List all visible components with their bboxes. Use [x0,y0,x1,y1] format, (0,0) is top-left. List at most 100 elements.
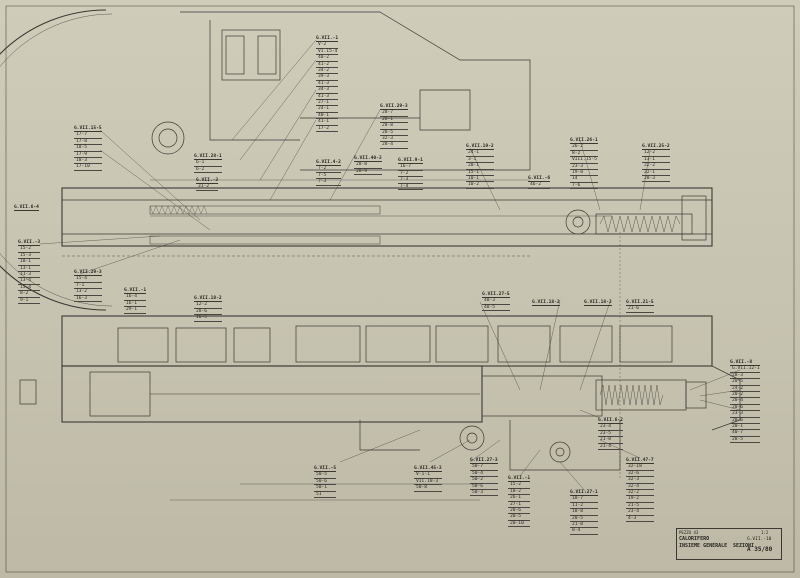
callout-row: 18-7 [570,496,598,503]
piston-block [89,371,151,417]
callout-row: 11-2 [570,503,598,510]
callout-header: G.VII.-5 [314,466,337,473]
callout-row: 15-2 [508,482,531,489]
upper-gear [565,209,591,235]
callout-row: 21-6 [626,306,654,313]
callout-row: 28-4 [380,142,408,149]
callout-row: 17-2 [316,126,339,133]
callout-header: G.VII.26-1 [570,138,598,145]
callout-row: 32-2 [626,490,654,497]
callout-header: G.VII.18-3 [584,300,612,307]
callout-row: 32-3 [626,477,654,484]
callout-row: 32-18 [626,464,654,471]
callout-row: 16-3 [74,296,102,303]
callout-table: G.VII.18-2 [532,300,560,307]
callout-row: 8-2 [570,151,598,158]
callout-row: 22-2 [642,163,670,170]
callout-row: VIII.15-5 [570,157,598,164]
callout-header: G.VII.-6 [528,176,551,183]
callout-row: 13-2 [74,289,102,296]
callout-header: G.VII.-3 [196,178,219,185]
motor-block [221,29,281,81]
title-line4: SEZIONI [733,543,755,549]
callout-row: 50-6 [314,479,337,486]
rack-lower [149,235,381,245]
scale-label: 1:2 [761,530,769,535]
side-label-text: G.VII.6-4 [14,205,39,212]
callout-row: 7-2 [316,166,341,173]
callout-row: 28-7 [380,110,408,117]
callout-header: G.VII.40-3 [354,156,382,163]
callout-row: 50-8 [414,485,442,492]
callout-row: 6-2 [194,167,222,174]
callout-row: 11-3 [18,272,41,279]
callout-row: 23-5 [598,431,623,438]
callout-row: 24-2 [730,386,760,393]
gearbox [481,375,603,417]
callout-row: VI.15-4 [316,48,339,56]
callout-row: 50-7 [470,464,498,471]
callout-row: 20-1 [730,424,760,431]
side-label: G.VII.6-4 [14,205,39,212]
callout-header: G.VII.27-5 [482,292,510,299]
spring-housing [595,213,693,235]
callout-row: 15-4 [18,285,41,292]
callout-row: 23-4 [598,424,623,431]
callout-row: 9-1 [18,298,41,305]
callout-row: 28-8 [354,162,382,169]
callout-row: 18-1 [18,259,41,266]
gear-circle-outer [151,121,185,155]
title-line2: CALORIFERO [679,536,710,542]
callout-row: 32-4 [626,484,654,491]
callout-row: 50-2 [470,477,498,484]
callout-header: G.VII.9-1 [398,158,423,165]
callout-row: 39-3 [316,74,339,81]
callout-row: 20-4 [730,398,760,405]
callout-row: 19-2 [626,496,654,503]
callout-row: 17-10 [74,164,102,171]
callout-row: 17-7 [74,132,102,139]
callout-row: 21-5 [626,503,654,510]
lower-gear-right [549,441,571,463]
callout-row: 48-3 [482,298,510,305]
callout-row: 24-1 [316,106,339,113]
callout-header: G.VII.29-3 [74,270,102,277]
callout-row: 18-5 [74,145,102,152]
callout-row: 8-2 [18,291,41,298]
callout-row: 46-2 [528,182,551,189]
callout-header: G.VII.29-3 [380,104,408,111]
callout-row: 24-1 [466,150,494,157]
upper-housing [180,11,531,171]
callout-row: 20-6 [730,418,760,425]
callout-header: G.VII.28-1 [194,154,222,161]
callout-row: 15-4 [74,276,102,283]
callout-row: 50-1 [314,485,337,492]
callout-row: 23-3 [730,411,760,418]
callout-row: 51 [314,492,337,499]
callout-header: G.VII.18-2 [532,300,560,307]
gear-circle-inner [158,128,178,148]
callout-row: 20-10 [508,521,531,528]
callout-row: 14 [570,176,598,183]
callout-row: 15-3 [18,253,41,260]
callout-header: G.VII.47-7 [626,458,654,465]
title-line3: INSIEME GENERALE [679,543,728,549]
callout-row: 7-6 [570,183,598,190]
callout-header: G.VII.27-3 [470,458,498,465]
callout-row: 27-1 [316,100,339,107]
callout-row: 16-4 [124,294,147,301]
